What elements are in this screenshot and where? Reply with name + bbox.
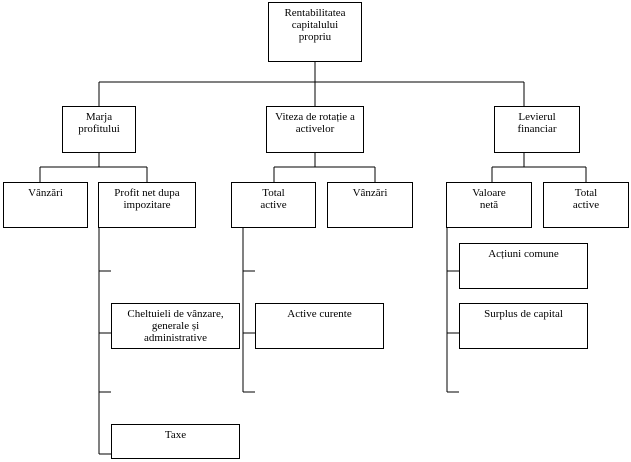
node-vanzari-mid: Vânzări — [327, 182, 413, 228]
node-vanzari-left: Vânzări — [3, 182, 88, 228]
node-total-active-mid: Total active — [231, 182, 316, 228]
node-valoare-neta: Valoare netă — [446, 182, 532, 228]
node-marja-profitului: Marja profitului — [62, 106, 136, 153]
node-profit-net-dupa-impozitare: Profit net dupa impozitare — [98, 182, 196, 228]
node-taxe: Taxe — [111, 424, 240, 459]
node-surplus-de-capital: Surplus de capital — [459, 303, 588, 349]
node-levierul-financiar: Levierul financiar — [494, 106, 580, 153]
node-active-curente: Active curente — [255, 303, 384, 349]
node-total-active-right: Total active — [543, 182, 629, 228]
node-viteza-de-rotatie: Viteza de rotație a activelor — [266, 106, 364, 153]
root-node-rentabilitatea-capitalului: Rentabilitatea capitalului propriu — [268, 2, 362, 62]
node-cheltuieli-de-vanzare: Cheltuieli de vânzare, generale și admin… — [111, 303, 240, 349]
node-actiuni-comune: Acțiuni comune — [459, 243, 588, 289]
